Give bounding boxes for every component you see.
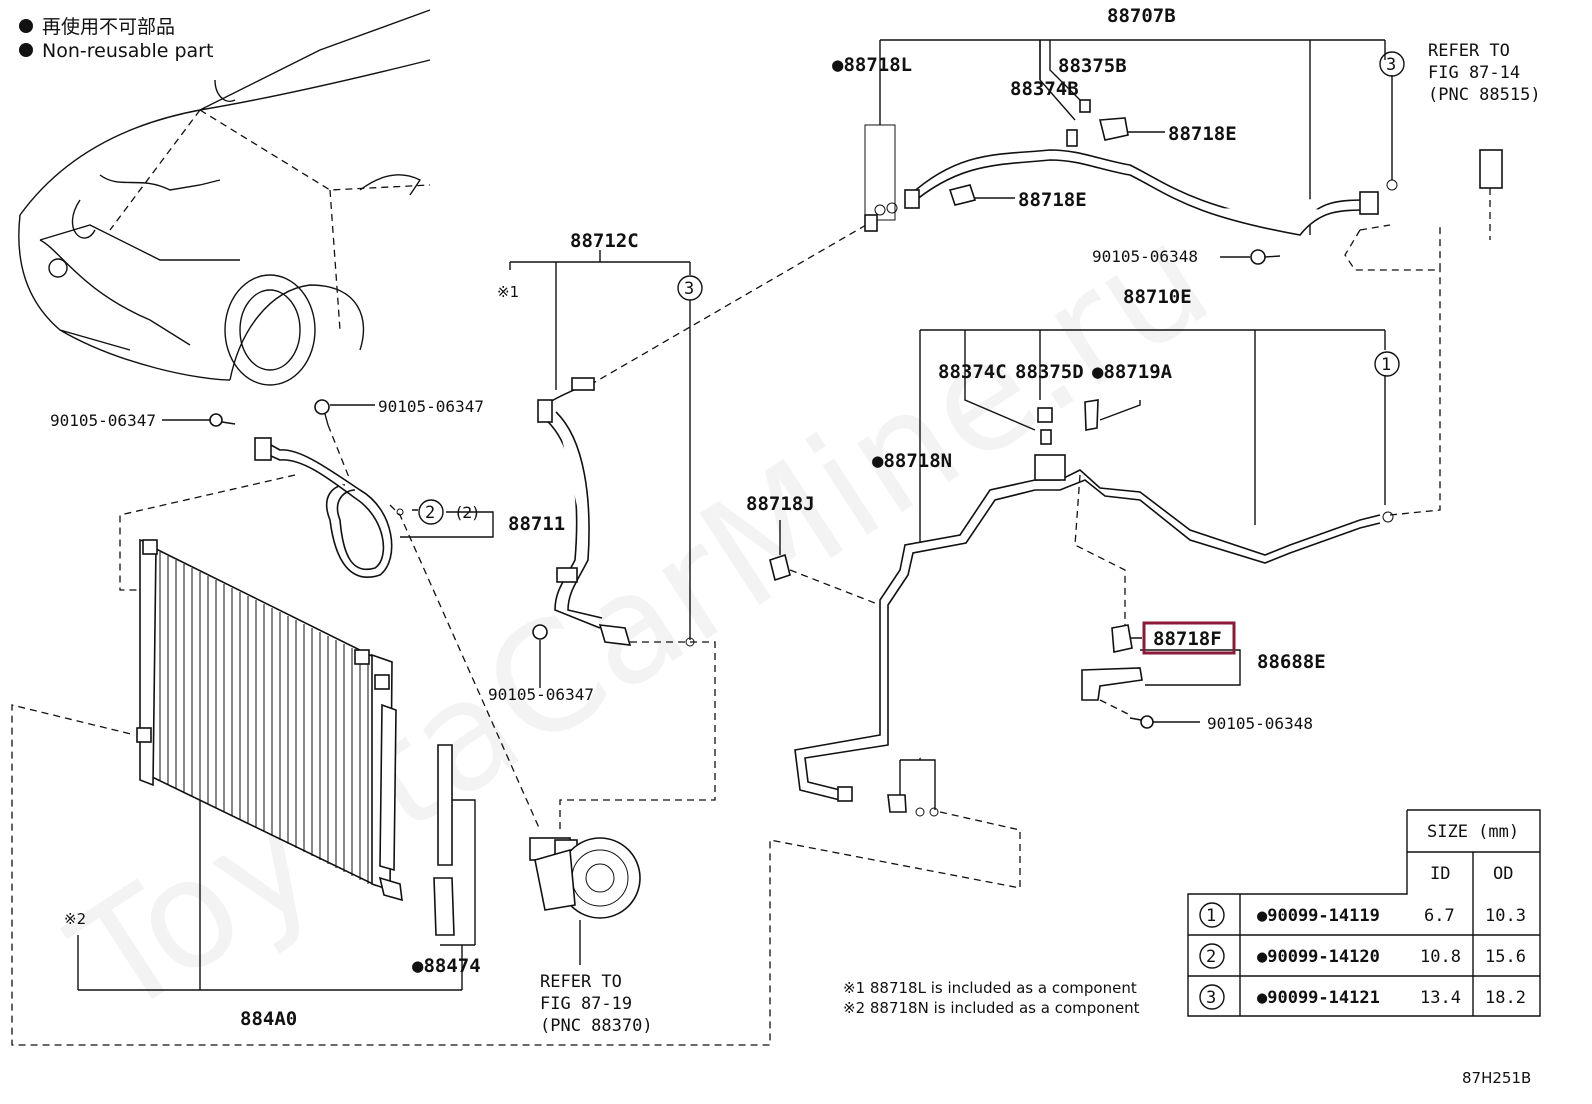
ref-note-2: ※2 bbox=[64, 910, 86, 928]
label-88718l: ●88718L bbox=[832, 54, 912, 76]
row-ref-icon bbox=[1199, 943, 1225, 969]
label-88375d: 88375D bbox=[1015, 361, 1084, 383]
row-ref: 3 bbox=[1206, 988, 1216, 1008]
refer-bottom-line2: FIG 87-19 bbox=[540, 994, 632, 1014]
row-od: 18.2 bbox=[1485, 988, 1526, 1008]
label-90105-06348-bottom: 90105-06348 bbox=[1207, 714, 1313, 733]
label-88375b: 88375B bbox=[1058, 55, 1127, 77]
circle-ref-2-icon bbox=[418, 499, 444, 525]
footnote-2: ※2 88718N is included as a component bbox=[843, 999, 1140, 1017]
label-88707b: 88707B bbox=[1107, 5, 1176, 27]
col-header-od: OD bbox=[1493, 864, 1513, 884]
footnote-1: ※1 88718L is included as a component bbox=[843, 979, 1137, 997]
hose-88712c-assembly bbox=[509, 250, 716, 830]
size-table: SIZE (mm) ID OD 1 ●90099-14119 6.7 10.3 … bbox=[1187, 809, 1541, 1017]
label-88710e: 88710E bbox=[1123, 286, 1192, 308]
label-88374c: 88374C bbox=[938, 361, 1007, 383]
figure-code: 87H251B bbox=[1462, 1069, 1531, 1087]
label-88718e-a: 88718E bbox=[1168, 123, 1237, 145]
refer-top-line1: REFER TO bbox=[1428, 41, 1510, 61]
row-id: 13.4 bbox=[1420, 988, 1461, 1008]
label-884a0: 884A0 bbox=[240, 1008, 297, 1030]
label-88474: ●88474 bbox=[412, 955, 481, 977]
row-ref: 2 bbox=[1206, 947, 1216, 967]
label-88688e: 88688E bbox=[1257, 651, 1326, 673]
circle-ref-3-icon bbox=[677, 275, 703, 301]
label-88718n: ●88718N bbox=[872, 450, 952, 472]
condenser-884a0-icon bbox=[77, 538, 476, 991]
row-id: 10.8 bbox=[1420, 947, 1461, 967]
circle-ref-3-icon bbox=[1379, 51, 1405, 77]
bullet-icon bbox=[19, 19, 33, 33]
legend-japanese: 再使用不可部品 bbox=[42, 16, 175, 38]
circle-ref-1-icon bbox=[1374, 351, 1400, 377]
size-header: SIZE (mm) bbox=[1427, 822, 1519, 842]
circle-ref-2: 2 bbox=[425, 503, 435, 523]
circle-ref-3: 3 bbox=[1386, 55, 1396, 75]
clamp-icon bbox=[864, 214, 878, 232]
label-88374b: 88374B bbox=[1010, 78, 1079, 100]
circle-ref-3: 3 bbox=[684, 279, 694, 299]
bracket-88688e-assembly bbox=[1081, 624, 1241, 729]
highlight-box-88718f bbox=[1142, 621, 1236, 655]
pipe-88710e-assembly bbox=[11, 270, 1441, 1046]
row-part: ●90099-14120 bbox=[1257, 947, 1380, 967]
row-ref-icon bbox=[1199, 984, 1225, 1010]
ref-note-1: ※1 bbox=[497, 283, 519, 301]
label-90105-06348-top: 90105-06348 bbox=[1092, 247, 1198, 266]
row-ref-icon bbox=[1199, 902, 1225, 928]
label-88711: 88711 bbox=[508, 513, 565, 535]
row-part: ●90099-14121 bbox=[1257, 988, 1380, 1008]
refer-top-line2: FIG 87-14 bbox=[1428, 63, 1520, 83]
row-od: 15.6 bbox=[1485, 947, 1526, 967]
label-90105-06347-b: 90105-06347 bbox=[378, 397, 484, 416]
row-ref: 1 bbox=[1206, 906, 1216, 926]
label-88719a: ●88719A bbox=[1092, 361, 1173, 383]
label-90105-06347-c: 90105-06347 bbox=[488, 685, 594, 704]
car-front-icon bbox=[18, 9, 431, 386]
bullet-icon bbox=[19, 43, 33, 57]
row-part: ●90099-14119 bbox=[1257, 906, 1380, 926]
refer-top-line3: (PNC 88515) bbox=[1428, 85, 1541, 105]
refer-bottom-line1: REFER TO bbox=[540, 972, 622, 992]
label-88718f: 88718F bbox=[1153, 628, 1222, 650]
hose-88707b-assembly bbox=[589, 39, 1503, 386]
legend-non-reusable: Non-reusable part bbox=[42, 40, 213, 62]
label-88718j: 88718J bbox=[746, 493, 815, 515]
dryer-insert-icon bbox=[433, 744, 455, 936]
label-90105-06347-a: 90105-06347 bbox=[50, 411, 156, 430]
label-88712c: 88712C bbox=[570, 230, 639, 252]
compressor-icon bbox=[529, 837, 641, 965]
row-od: 10.3 bbox=[1485, 906, 1526, 926]
refer-bottom-line3: (PNC 88370) bbox=[540, 1016, 653, 1036]
label-88718e-b: 88718E bbox=[1018, 189, 1087, 211]
row-id: 6.7 bbox=[1424, 906, 1455, 926]
label-paren-2: (2) bbox=[456, 503, 479, 522]
col-header-id: ID bbox=[1430, 864, 1450, 884]
circle-ref-1: 1 bbox=[1381, 355, 1391, 375]
pipe-88711-assembly bbox=[119, 399, 541, 831]
